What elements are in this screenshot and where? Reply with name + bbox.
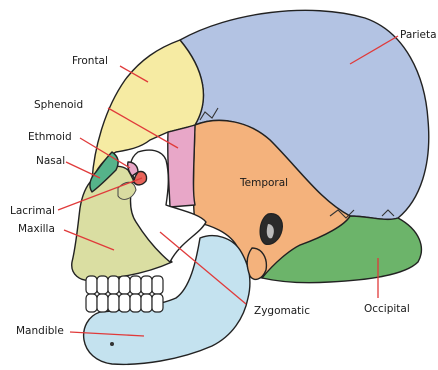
zygomatic-label: Zygomatic	[254, 305, 310, 317]
ethmoid-label: Ethmoid	[28, 131, 72, 143]
nasal-label: Nasal	[36, 155, 65, 167]
tooth	[86, 276, 97, 294]
frontal-label: Frontal	[72, 55, 108, 67]
tooth	[97, 294, 108, 312]
teeth	[86, 276, 163, 312]
tooth	[108, 276, 119, 294]
temporal-label: Temporal	[239, 177, 288, 189]
mandible-label: Mandible	[16, 325, 64, 337]
tooth	[152, 276, 163, 294]
tooth	[141, 294, 152, 312]
tooth	[130, 276, 141, 294]
tooth	[97, 276, 108, 294]
sphenoid-label: Sphenoid	[34, 99, 83, 111]
maxilla-label: Maxilla	[18, 223, 55, 235]
occipital-label: Occipital	[364, 303, 410, 315]
tooth	[152, 294, 163, 312]
tooth	[141, 276, 152, 294]
parietal-label: Parieta	[400, 29, 437, 41]
tooth	[86, 294, 97, 312]
tooth	[119, 294, 130, 312]
mental-foramen	[110, 342, 114, 346]
sphenoid-bone	[168, 125, 195, 207]
lacrimal-label: Lacrimal	[10, 205, 55, 217]
tooth	[108, 294, 119, 312]
tooth	[130, 294, 141, 312]
tooth	[119, 276, 130, 294]
